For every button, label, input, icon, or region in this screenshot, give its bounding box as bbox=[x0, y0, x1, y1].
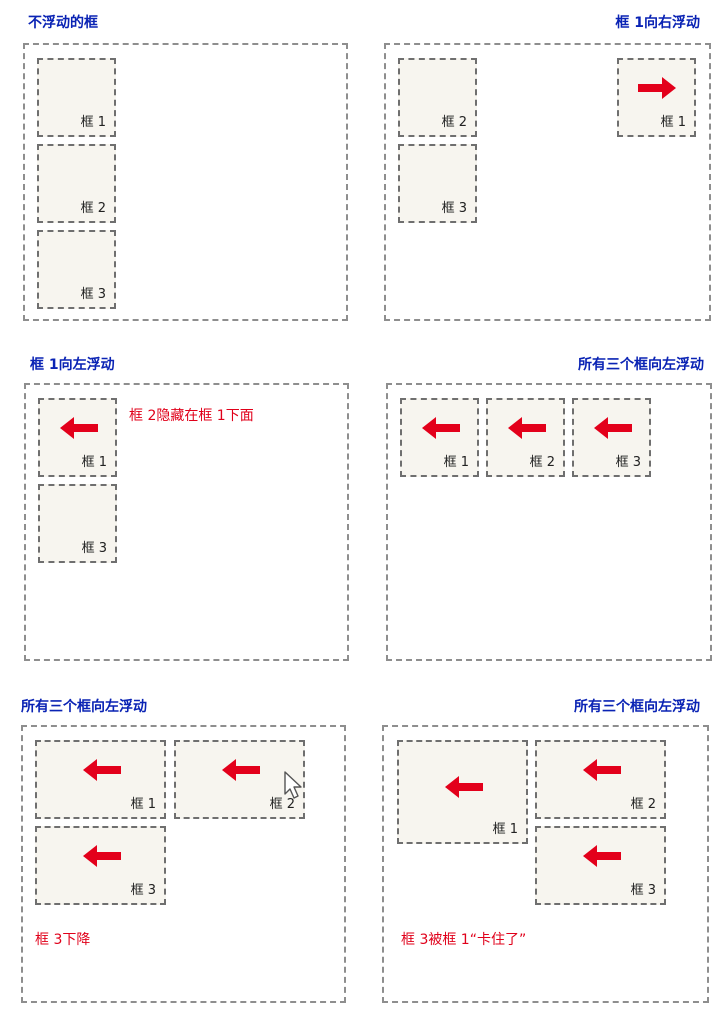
arrow-left-icon bbox=[594, 417, 632, 439]
box-2: 框 2 bbox=[486, 398, 565, 477]
arrow-left-icon bbox=[60, 417, 98, 439]
box-2: 框 2 bbox=[37, 144, 116, 223]
box-label: 框 2 bbox=[529, 455, 555, 470]
panel-6-title: 所有三个框向左浮动 bbox=[574, 699, 700, 715]
box-2: 框 2 bbox=[174, 740, 305, 819]
box-label: 框 1 bbox=[81, 455, 107, 470]
box-label: 框 2 bbox=[269, 797, 295, 812]
box-2: 框 2 bbox=[535, 740, 666, 819]
box-label: 框 2 bbox=[441, 115, 467, 130]
box-1: 框 1 bbox=[37, 58, 116, 137]
arrow-left-icon bbox=[83, 845, 121, 867]
box-1: 框 1 bbox=[38, 398, 117, 477]
panel-2-title: 框 1向右浮动 bbox=[615, 15, 700, 31]
box-3: 框 3 bbox=[572, 398, 651, 477]
box-2: 框 2 bbox=[398, 58, 477, 137]
arrow-left-icon bbox=[508, 417, 546, 439]
box-1: 框 1 bbox=[35, 740, 166, 819]
box-1: 框 1 bbox=[400, 398, 479, 477]
box-label: 框 2 bbox=[630, 797, 656, 812]
box-label: 框 3 bbox=[130, 883, 156, 898]
arrow-left-icon bbox=[83, 759, 121, 781]
box-label: 框 3 bbox=[615, 455, 641, 470]
box-label: 框 1 bbox=[492, 822, 518, 837]
box-3: 框 3 bbox=[398, 144, 477, 223]
box-3: 框 3 bbox=[35, 826, 166, 905]
box-1: 框 1 bbox=[617, 58, 696, 137]
arrow-left-icon bbox=[222, 759, 260, 781]
arrow-left-icon bbox=[583, 759, 621, 781]
panel-4-title: 所有三个框向左浮动 bbox=[578, 357, 704, 373]
box-label: 框 3 bbox=[81, 541, 107, 556]
panel-5-note: 框 3下降 bbox=[35, 932, 91, 948]
mouse-cursor-icon bbox=[284, 771, 302, 799]
box-label: 框 2 bbox=[80, 201, 106, 216]
panel-6-note: 框 3被框 1“卡住了” bbox=[401, 932, 527, 948]
panel-3-note: 框 2隐藏在框 1下面 bbox=[129, 408, 254, 424]
box-label: 框 1 bbox=[660, 115, 686, 130]
arrow-right-icon bbox=[638, 77, 676, 99]
arrow-left-icon bbox=[445, 776, 483, 798]
box-label: 框 3 bbox=[80, 287, 106, 302]
arrow-left-icon bbox=[583, 845, 621, 867]
box-1: 框 1 bbox=[397, 740, 528, 844]
box-3: 框 3 bbox=[38, 484, 117, 563]
box-3: 框 3 bbox=[37, 230, 116, 309]
box-label: 框 1 bbox=[443, 455, 469, 470]
panel-5-title: 所有三个框向左浮动 bbox=[21, 699, 147, 715]
panel-3-title: 框 1向左浮动 bbox=[30, 357, 115, 373]
box-label: 框 1 bbox=[80, 115, 106, 130]
box-label: 框 1 bbox=[130, 797, 156, 812]
box-label: 框 3 bbox=[441, 201, 467, 216]
panel-1-title: 不浮动的框 bbox=[28, 15, 98, 31]
box-3: 框 3 bbox=[535, 826, 666, 905]
box-label: 框 3 bbox=[630, 883, 656, 898]
arrow-left-icon bbox=[422, 417, 460, 439]
